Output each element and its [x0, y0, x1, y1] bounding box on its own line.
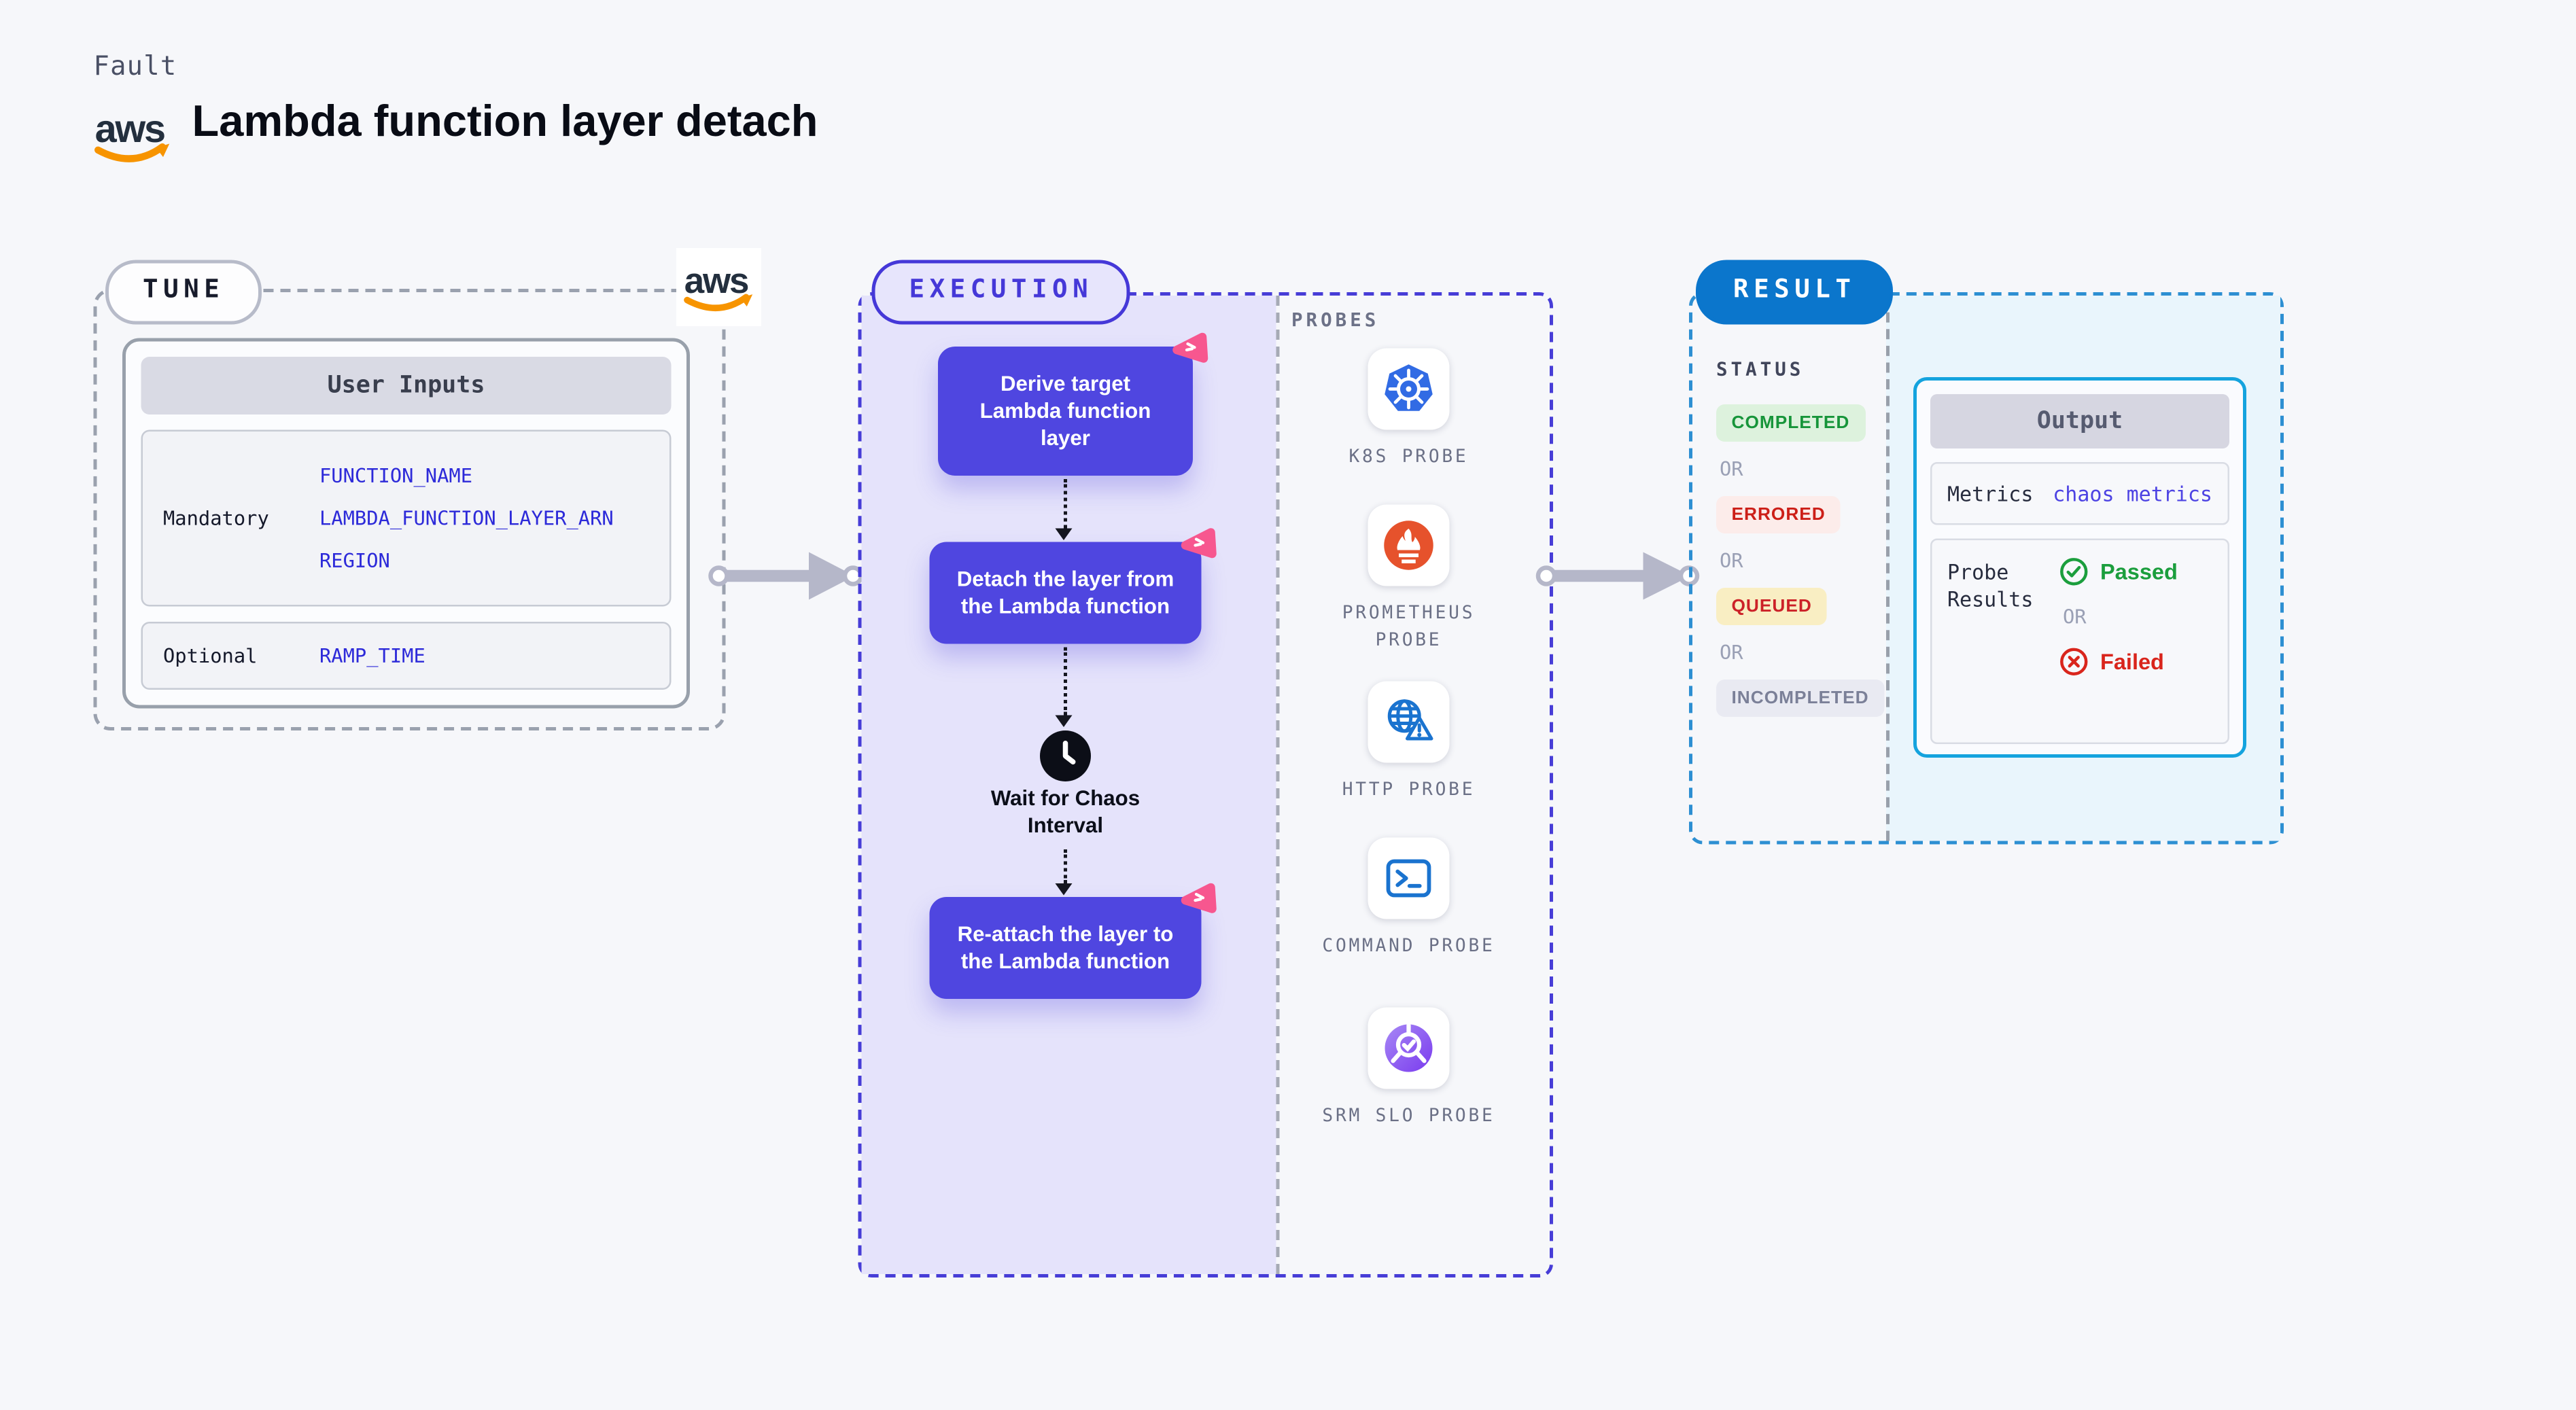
probe-http: HTTP PROBE — [1271, 681, 1546, 805]
step-label: Derive target Lambda function layer — [979, 371, 1151, 451]
probe-results-row: Probe Results Passed OR Failed — [1930, 538, 2229, 744]
aws-logo-tune: aws — [676, 248, 761, 326]
user-inputs-table: User Inputs Mandatory FUNCTION_NAME LAMB… — [122, 338, 690, 709]
check-circle-icon — [2060, 558, 2088, 586]
optional-row: Optional RAMP_TIME — [141, 622, 672, 690]
step-derive-target-layer: Derive target Lambda function layer — [938, 332, 1208, 476]
probe-card — [1368, 837, 1450, 919]
metrics-value-link[interactable]: chaos metrics — [2053, 481, 2212, 506]
step-detach-layer: Detach the layer from the Lambda functio… — [929, 528, 1217, 644]
probe-name: SRM SLO PROBE — [1322, 1106, 1495, 1127]
status-badge-incompleted: INCOMPLETED — [1716, 680, 1885, 717]
input-lambda-function-layer-arn: LAMBDA_FUNCTION_LAYER_ARN — [319, 506, 614, 530]
aws-logo-text: aws — [684, 261, 748, 301]
failed-label: Failed — [2100, 649, 2164, 675]
aws-logo: aws — [92, 102, 173, 170]
slo-gauge-check-icon — [1385, 1023, 1433, 1072]
prometheus-icon — [1384, 521, 1433, 570]
input-region: REGION — [319, 548, 390, 573]
probe-name: HTTP PROBE — [1342, 779, 1476, 800]
status-column: STATUS COMPLETED OR ERRORED OR QUEUED OR… — [1716, 358, 1885, 717]
connector-arrowhead — [1055, 528, 1073, 540]
connector-arrowhead — [1055, 883, 1073, 896]
http-globe-warning-icon — [1387, 699, 1433, 741]
connector-line — [1064, 647, 1067, 716]
probe-name: K8S PROBE — [1348, 446, 1469, 468]
probe-name: PROMETHEUS PROBE — [1342, 603, 1476, 650]
aws-logo-text: aws — [95, 107, 164, 151]
or-separator: OR — [1720, 640, 1743, 665]
user-inputs-header: User Inputs — [141, 357, 672, 415]
step-label: Re-attach the layer to the Lambda functi… — [957, 921, 1174, 974]
or-separator: OR — [2063, 605, 2087, 629]
mandatory-label: Mandatory — [163, 506, 269, 530]
probe-result-passed: Passed — [2059, 557, 2178, 586]
clock-icon — [1040, 730, 1091, 781]
probe-card — [1368, 681, 1450, 763]
tune-section — [93, 289, 726, 730]
probe-card — [1368, 1007, 1450, 1089]
chaos-badge-icon — [1181, 883, 1217, 913]
fault-kicker: Fault — [93, 51, 177, 82]
probe-name: COMMAND PROBE — [1322, 936, 1495, 957]
chaos-badge-icon — [1172, 332, 1208, 363]
chaos-badge-icon — [1181, 528, 1217, 559]
flow-arrow-execution-to-result — [1529, 546, 1709, 607]
metrics-row: Metrics chaos metrics — [1930, 462, 2229, 525]
x-circle-icon — [2060, 648, 2088, 675]
probe-k8s: K8S PROBE — [1271, 348, 1546, 472]
probes-label: PROBES — [1291, 309, 1380, 332]
status-badge-errored: ERRORED — [1716, 496, 1841, 533]
result-pill: RESULT — [1696, 260, 1894, 325]
execution-pill: EXECUTION — [871, 260, 1131, 325]
probe-command: COMMAND PROBE — [1271, 837, 1546, 962]
input-function-name: FUNCTION_NAME — [319, 463, 473, 488]
probe-prometheus: PROMETHEUS PROBE — [1271, 504, 1546, 655]
metrics-label: Metrics — [1947, 481, 2034, 506]
input-ramp-time: RAMP_TIME — [319, 644, 425, 668]
or-separator: OR — [1720, 457, 1743, 481]
output-header: Output — [1930, 394, 2229, 448]
connector-line — [1064, 849, 1067, 883]
status-badge-completed: COMPLETED — [1716, 404, 1865, 442]
probes-area — [1276, 296, 1550, 1274]
terminal-icon — [1386, 859, 1431, 898]
tune-pill: TUNE — [105, 260, 262, 325]
passed-label: Passed — [2100, 559, 2178, 585]
probe-card — [1368, 504, 1450, 586]
wait-for-chaos-interval-label: Wait for Chaos Interval — [990, 786, 1141, 837]
kubernetes-icon — [1385, 364, 1433, 411]
output-table: Output Metrics chaos metrics Probe Resul… — [1913, 377, 2246, 758]
connector-arrowhead — [1055, 715, 1073, 727]
flow-arrow-tune-to-execution — [703, 546, 873, 607]
page-title: Lambda function layer detach — [192, 95, 818, 146]
probe-results-label: Probe Results — [1947, 561, 2034, 612]
step-label: Detach the layer from the Lambda functio… — [956, 567, 1174, 618]
probe-card — [1368, 348, 1450, 430]
optional-label: Optional — [163, 644, 258, 668]
probe-srm-slo: SRM SLO PROBE — [1271, 1007, 1546, 1131]
status-badge-queued: QUEUED — [1716, 588, 1828, 625]
mandatory-row: Mandatory FUNCTION_NAME LAMBDA_FUNCTION_… — [141, 429, 672, 607]
status-label: STATUS — [1716, 358, 1805, 381]
connector-line — [1064, 479, 1067, 529]
step-reattach-layer: Re-attach the layer to the Lambda functi… — [929, 883, 1217, 999]
probe-result-failed: Failed — [2059, 648, 2178, 677]
or-separator: OR — [1720, 548, 1743, 573]
